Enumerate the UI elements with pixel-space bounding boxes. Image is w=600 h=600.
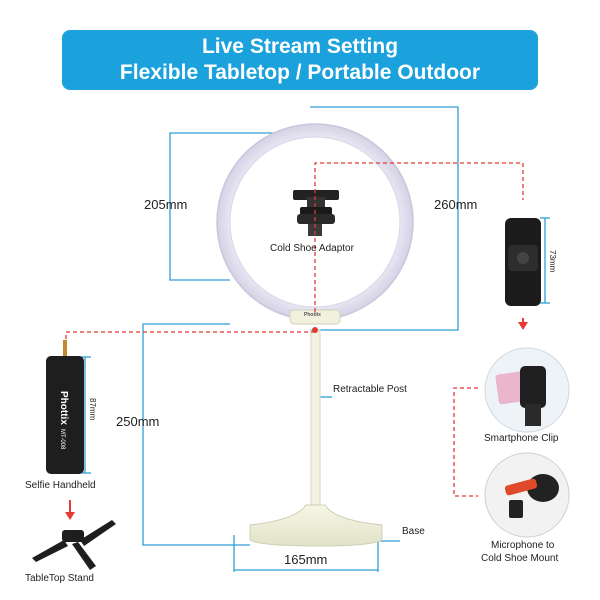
ring-outer-dimension-line — [310, 106, 459, 331]
handheld-height-dimension: 87mm — [88, 398, 97, 421]
connector-lines — [65, 162, 524, 497]
base-label: Base — [402, 526, 425, 537]
cold-shoe-adaptor — [293, 190, 339, 236]
selfie-handheld: Phottix MT-008 — [46, 340, 84, 474]
tabletop-stand — [32, 520, 116, 570]
cold-shoe-label: Cold Shoe Adaptor — [270, 243, 354, 254]
handheld-connector — [65, 331, 315, 345]
title-banner: Live Stream Setting Flexible Tabletop / … — [62, 30, 538, 90]
stand — [249, 329, 383, 547]
title-line-2: Flexible Tabletop / Portable Outdoor — [119, 61, 481, 84]
smartphone-clip-part — [505, 218, 541, 306]
smartphone-clip-label: Smartphone Clip — [484, 433, 559, 444]
handheld-model: MT-008 — [59, 429, 65, 450]
ring-inner-dimension: 205mm — [144, 197, 188, 212]
post-height-dimension: 250mm — [116, 414, 160, 429]
arrow-down-icon — [65, 512, 75, 520]
ring-inner-dimension-line — [169, 132, 310, 281]
microphone-label-line1: Microphone to — [491, 540, 555, 551]
selfie-handheld-label: Selfie Handheld — [25, 480, 96, 491]
post-joint-dot — [312, 327, 318, 333]
stand-base — [249, 504, 383, 547]
ring-outer-dimension: 260mm — [434, 197, 478, 212]
microphone-photo — [484, 452, 570, 538]
mic-connector — [453, 387, 478, 497]
retractable-post-label: Retractable Post — [333, 384, 407, 395]
clip-connector — [314, 162, 524, 312]
post-height-dimension-line — [142, 323, 250, 546]
clip-height-dimension: 73mm — [548, 250, 557, 273]
handheld-brand: Phottix — [58, 391, 69, 425]
base-width-dimension: 165mm — [284, 552, 328, 567]
smartphone-clip-photo — [484, 347, 570, 433]
connector-arrows — [65, 318, 528, 520]
title-line-1: Live Stream Setting — [201, 35, 399, 58]
base-brand-text: Phottix — [304, 312, 321, 318]
tabletop-stand-label: TableTop Stand — [25, 573, 94, 584]
microphone-label-line2: Cold Shoe Mount — [481, 553, 559, 564]
